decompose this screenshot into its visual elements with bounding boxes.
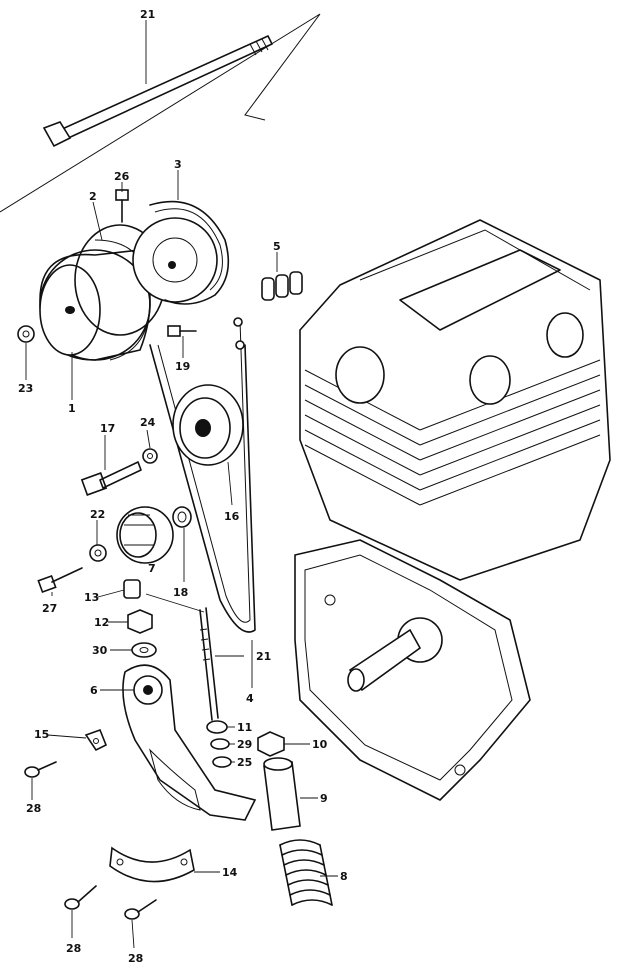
bolt-part-27: [37, 567, 83, 594]
tensioner-wheel-part-7: [116, 506, 174, 564]
cooling-fins: [304, 359, 601, 506]
callout-7: 7: [148, 562, 156, 575]
callout-5: 5: [273, 240, 281, 253]
engine-cylinder-head: [299, 219, 611, 581]
tensioner-arm-part-6: [122, 664, 257, 821]
callout-labels: 21 2 3 26 5 23 1 19 16 17 24 22 18 7 27 …: [18, 8, 348, 965]
chain-links-part-5: [261, 271, 303, 301]
screw-part-28-upper: [24, 761, 57, 778]
sleeve-part-9: [263, 757, 301, 831]
cam-chain-part-4: [149, 317, 256, 633]
rotor-cover-part-1: [39, 239, 151, 361]
callout-17: 17: [100, 422, 115, 435]
callout-3: 3: [174, 158, 182, 171]
collar-part-13: [123, 579, 141, 599]
washer-part-23: [17, 325, 35, 343]
callout-27: 27: [42, 602, 57, 615]
callout-6: 6: [90, 684, 98, 697]
callout-14: 14: [222, 866, 238, 879]
clip-part-15: [84, 728, 108, 752]
sprocket-part-3: [132, 200, 230, 305]
callout-28-lower-left: 28: [66, 942, 81, 955]
long-bolt-part-20: [0, 13, 321, 213]
crankcase-gasket: [294, 539, 531, 801]
callout-18: 18: [173, 586, 188, 599]
stud-part-21: [199, 607, 219, 721]
nut-part-12: [127, 609, 153, 634]
callout-24: 24: [140, 416, 156, 429]
spring-part-8: [279, 839, 333, 906]
callout-21: 21: [256, 650, 271, 663]
callout-28-lower-right: 28: [128, 952, 143, 965]
callout-9: 9: [320, 792, 328, 805]
callout-26: 26: [114, 170, 130, 183]
callout-23: 23: [18, 382, 33, 395]
washer-part-11: [206, 720, 228, 734]
callout-25: 25: [237, 756, 252, 769]
callout-20: 21: [140, 8, 155, 21]
washer-part-29: [210, 738, 230, 750]
callout-30: 30: [92, 644, 108, 657]
callout-13: 13: [84, 591, 99, 604]
washer-part-25: [212, 756, 232, 768]
plate-part-14: [109, 846, 195, 883]
callout-29: 29: [237, 738, 252, 751]
callout-11: 11: [237, 721, 252, 734]
spacer-part-18: [172, 506, 192, 528]
callout-2: 2: [89, 190, 97, 203]
callout-12: 12: [94, 616, 109, 629]
callout-10: 10: [312, 738, 328, 751]
bolt-part-19: [167, 325, 197, 337]
washer-part-24: [142, 448, 158, 464]
callout-1: 1: [68, 402, 76, 415]
callout-16: 16: [224, 510, 240, 523]
bolt-part-26: [115, 189, 129, 223]
callout-4: 4: [246, 692, 254, 705]
washer-part-22: [89, 544, 107, 562]
pulley-part-16: [172, 384, 244, 466]
screw-part-28-lower-right: [124, 899, 157, 920]
callout-19: 19: [175, 360, 190, 373]
callout-15: 15: [34, 728, 49, 741]
callout-22: 22: [90, 508, 105, 521]
bolt-part-17: [80, 461, 142, 496]
screw-part-28-lower-left: [64, 885, 97, 910]
leader-lines: [25, 20, 338, 949]
callout-28-upper: 28: [26, 802, 41, 815]
callout-8: 8: [340, 870, 348, 883]
nut-part-10: [257, 731, 285, 757]
washer-part-30: [131, 642, 157, 658]
